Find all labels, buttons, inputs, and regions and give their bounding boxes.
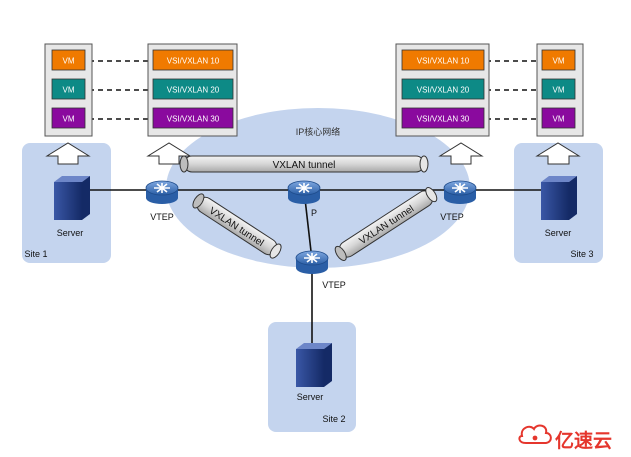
vtep-right-label: VTEP xyxy=(440,212,464,222)
p-router-label: P xyxy=(311,208,317,218)
vxlan-tunnel-top: VXLAN tunnel xyxy=(179,155,429,173)
site-3-name: Site 3 xyxy=(570,249,593,259)
vm-stack-left: VM VM VM xyxy=(44,43,93,137)
vm-label: VM xyxy=(63,115,75,124)
site-1-server-label: Server xyxy=(57,228,84,238)
watermark-text: 亿速云 xyxy=(555,429,612,452)
tunnel-label: VXLAN tunnel xyxy=(273,160,336,171)
vtep-router-left-icon xyxy=(145,180,179,204)
vtep-router-right-icon xyxy=(443,180,477,204)
network-links xyxy=(72,189,560,350)
vtep-bottom-label: VTEP xyxy=(322,280,346,290)
p-router-icon xyxy=(287,180,321,204)
up-arrow-icon xyxy=(146,142,192,165)
watermark-logo xyxy=(518,424,552,444)
core-network-label: IP核心网络 xyxy=(296,126,341,137)
vsi-stack-left: VSI/VXLAN 10 VSI/VXLAN 20 VSI/VXLAN 30 xyxy=(147,43,238,137)
vsi-label: VSI/VXLAN 20 xyxy=(417,86,470,95)
vsi-label: VSI/VXLAN 30 xyxy=(417,115,470,124)
vtep-router-bottom-icon xyxy=(295,250,329,274)
server-icon xyxy=(296,343,332,387)
vsi-stack-right: VSI/VXLAN 10 VSI/VXLAN 20 VSI/VXLAN 30 xyxy=(395,43,490,137)
up-arrow-icon xyxy=(438,142,484,165)
up-arrow-icon xyxy=(535,142,581,165)
vtep-left-label: VTEP xyxy=(150,212,174,222)
vsi-label: VSI/VXLAN 10 xyxy=(167,57,220,66)
vsi-label: VSI/VXLAN 30 xyxy=(167,115,220,124)
vm-label: VM xyxy=(553,86,565,95)
vm-stack-right: VM VM VM xyxy=(536,43,584,137)
vsi-label: VSI/VXLAN 20 xyxy=(167,86,220,95)
site-2-name: Site 2 xyxy=(322,414,345,424)
vsi-label: VSI/VXLAN 10 xyxy=(417,57,470,66)
vm-label: VM xyxy=(63,57,75,66)
server-icon xyxy=(54,176,90,220)
vm-label: VM xyxy=(553,115,565,124)
vm-label: VM xyxy=(553,57,565,66)
site-1-name: Site 1 xyxy=(24,249,47,259)
vm-label: VM xyxy=(63,86,75,95)
server-icon xyxy=(541,176,577,220)
site-2-server-label: Server xyxy=(297,392,324,402)
site-3-server-label: Server xyxy=(545,228,572,238)
up-arrow-icon xyxy=(45,142,91,165)
